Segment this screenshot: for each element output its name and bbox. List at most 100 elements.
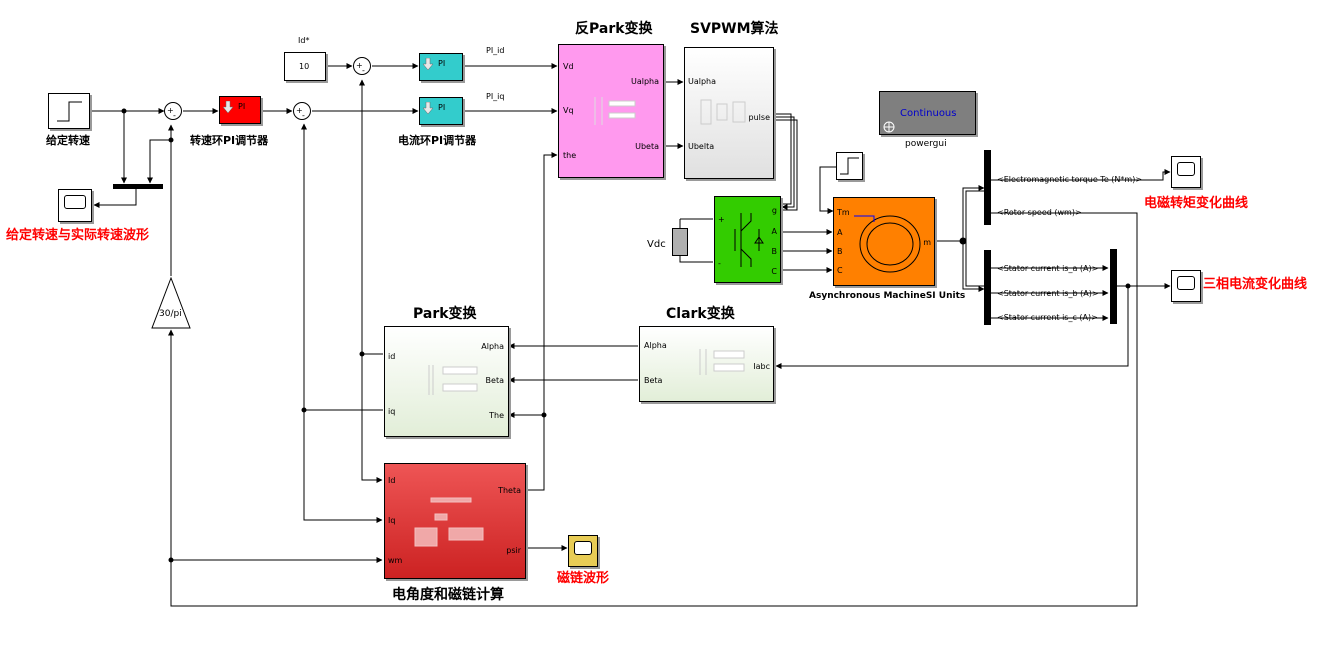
port-iq: Iq bbox=[388, 516, 396, 525]
torque-curve-caption: 电磁转矩变化曲线 bbox=[1144, 196, 1249, 211]
speed-error-sum[interactable]: + - bbox=[164, 102, 182, 120]
powergui-icon bbox=[883, 121, 895, 133]
id-pi-controller[interactable]: PI bbox=[419, 53, 463, 81]
bus-signal-is-b: <Stator current is_b (A)> bbox=[997, 289, 1099, 298]
asynchronous-machine[interactable]: Tm A B C m bbox=[833, 197, 935, 286]
pi-text: PI bbox=[438, 59, 446, 68]
id-star-constant[interactable]: 10 bbox=[284, 52, 326, 81]
down-arrow-icon bbox=[223, 101, 233, 113]
port-ualpha: Ualpha bbox=[688, 77, 717, 86]
current-curve-caption: 三相电流变化曲线 bbox=[1203, 277, 1308, 292]
port-alpha: Alpha bbox=[644, 341, 667, 350]
torque-speed-bus-selector[interactable] bbox=[984, 150, 991, 225]
port-the: The bbox=[489, 411, 504, 420]
plus-sign: + bbox=[356, 61, 363, 70]
port-vd: Vd bbox=[563, 62, 574, 71]
port-ubeta: Ubeta bbox=[635, 142, 659, 151]
port-c: C bbox=[837, 266, 843, 275]
speed-pi-controller[interactable]: PI bbox=[219, 96, 261, 124]
powergui-mode: Continuous bbox=[900, 108, 957, 119]
torque-scope[interactable] bbox=[1171, 156, 1201, 188]
scope-screen bbox=[1177, 276, 1195, 290]
port-ubelta: Ubelta bbox=[688, 142, 715, 151]
port-c: C bbox=[771, 267, 777, 276]
down-arrow-icon bbox=[423, 58, 433, 70]
motor-icon bbox=[854, 215, 921, 273]
port-id: Id bbox=[388, 476, 396, 485]
bus-signal-is-a: <Stator current is_a (A)> bbox=[997, 264, 1099, 273]
speed-reference-step[interactable] bbox=[48, 93, 90, 129]
load-torque-step[interactable] bbox=[836, 152, 863, 180]
port-wm: wm bbox=[388, 556, 403, 565]
svpwm-subsystem[interactable]: Ualpha Ubelta pulse bbox=[684, 47, 774, 179]
minus-sign: - bbox=[173, 111, 176, 120]
machine-label: Asynchronous MachineSI Units bbox=[809, 291, 966, 301]
gain-block[interactable] bbox=[150, 276, 192, 330]
pi-text: PI bbox=[438, 103, 446, 112]
down-arrow-icon bbox=[423, 102, 433, 114]
port-g: g bbox=[771, 206, 777, 215]
bus-signal-is-c: <Stator current is_c (A)> bbox=[997, 313, 1098, 322]
inverse-park-subsystem[interactable]: Vd Vq the Ualpha Ubeta bbox=[558, 44, 664, 178]
flux-scope[interactable] bbox=[568, 535, 598, 567]
minus-sign: - bbox=[362, 66, 365, 75]
plus-sign: + bbox=[296, 106, 303, 115]
signal-pi-iq: PI_iq bbox=[486, 92, 505, 101]
port-b: B bbox=[771, 247, 778, 256]
speed-mux[interactable] bbox=[113, 184, 163, 189]
inv-park-title: 反Park变换 bbox=[575, 21, 653, 37]
minus-sign: - bbox=[302, 111, 305, 120]
igbt-icon bbox=[734, 213, 764, 267]
port-beta: Beta bbox=[644, 376, 663, 385]
flux-title: 电角度和磁链计算 bbox=[392, 587, 504, 603]
plus-sign: + bbox=[167, 106, 174, 115]
step-icon bbox=[57, 101, 82, 122]
speed-reference-label: 给定转速 bbox=[46, 134, 90, 147]
id-error-sum[interactable]: + - bbox=[353, 57, 371, 75]
id-star-value: 10 bbox=[299, 62, 310, 71]
port-m: m bbox=[923, 238, 931, 247]
wire-theta-the bbox=[527, 152, 558, 491]
iq-error-sum[interactable]: + - bbox=[293, 102, 311, 120]
stator-current-mux[interactable] bbox=[1110, 249, 1117, 324]
clark-subsystem[interactable]: Alpha Beta Iabc bbox=[639, 326, 774, 402]
scope-screen bbox=[1177, 162, 1195, 176]
subsystem-preview-icon bbox=[594, 97, 636, 125]
dc-source[interactable] bbox=[672, 228, 688, 256]
port-vq: Vq bbox=[563, 106, 574, 115]
port-tm: Tm bbox=[837, 208, 850, 217]
park-subsystem[interactable]: id iq Alpha Beta The bbox=[384, 326, 509, 437]
signal-pi-id: PI_id bbox=[486, 46, 505, 55]
igbt-inverter[interactable]: g A B C + - bbox=[714, 196, 781, 283]
port-iabc: Iabc bbox=[753, 362, 770, 371]
speed-pi-caption: 转速环PI调节器 bbox=[190, 134, 269, 147]
flux-angle-subsystem[interactable]: Id Iq wm Theta psir bbox=[384, 463, 526, 579]
bus-signal-rotor-speed: <Rotor speed (wm)> bbox=[997, 208, 1082, 217]
svpwm-title: SVPWM算法 bbox=[690, 21, 779, 37]
id-star-label: Id* bbox=[298, 36, 310, 45]
port-iq: iq bbox=[388, 407, 396, 416]
stator-current-bus-selector[interactable] bbox=[984, 250, 991, 325]
powergui-label: powergui bbox=[905, 139, 947, 149]
speed-scope[interactable] bbox=[58, 189, 92, 222]
powergui-block[interactable]: Continuous bbox=[879, 91, 976, 135]
port-minus: - bbox=[718, 259, 721, 268]
current-pi-caption: 电流环PI调节器 bbox=[398, 134, 477, 147]
flux-scope-caption: 磁链波形 bbox=[557, 571, 610, 586]
step-icon bbox=[840, 157, 859, 175]
vdc-label: Vdc bbox=[647, 239, 666, 250]
iq-pi-controller[interactable]: PI bbox=[419, 97, 463, 125]
scope-screen bbox=[574, 541, 592, 555]
bus-signal-torque: <Electromagnetic torque Te (N*m)> bbox=[997, 175, 1143, 184]
pi-text: PI bbox=[238, 102, 246, 111]
port-plus: + bbox=[718, 215, 725, 224]
park-title: Park变换 bbox=[413, 306, 477, 322]
subsystem-preview-icon bbox=[428, 365, 478, 395]
port-psir: psir bbox=[506, 546, 521, 555]
current-scope[interactable] bbox=[1171, 270, 1201, 302]
port-the: the bbox=[563, 151, 577, 160]
port-a: A bbox=[771, 227, 777, 236]
port-ualpha: Ualpha bbox=[630, 77, 659, 86]
port-id: id bbox=[388, 352, 396, 361]
